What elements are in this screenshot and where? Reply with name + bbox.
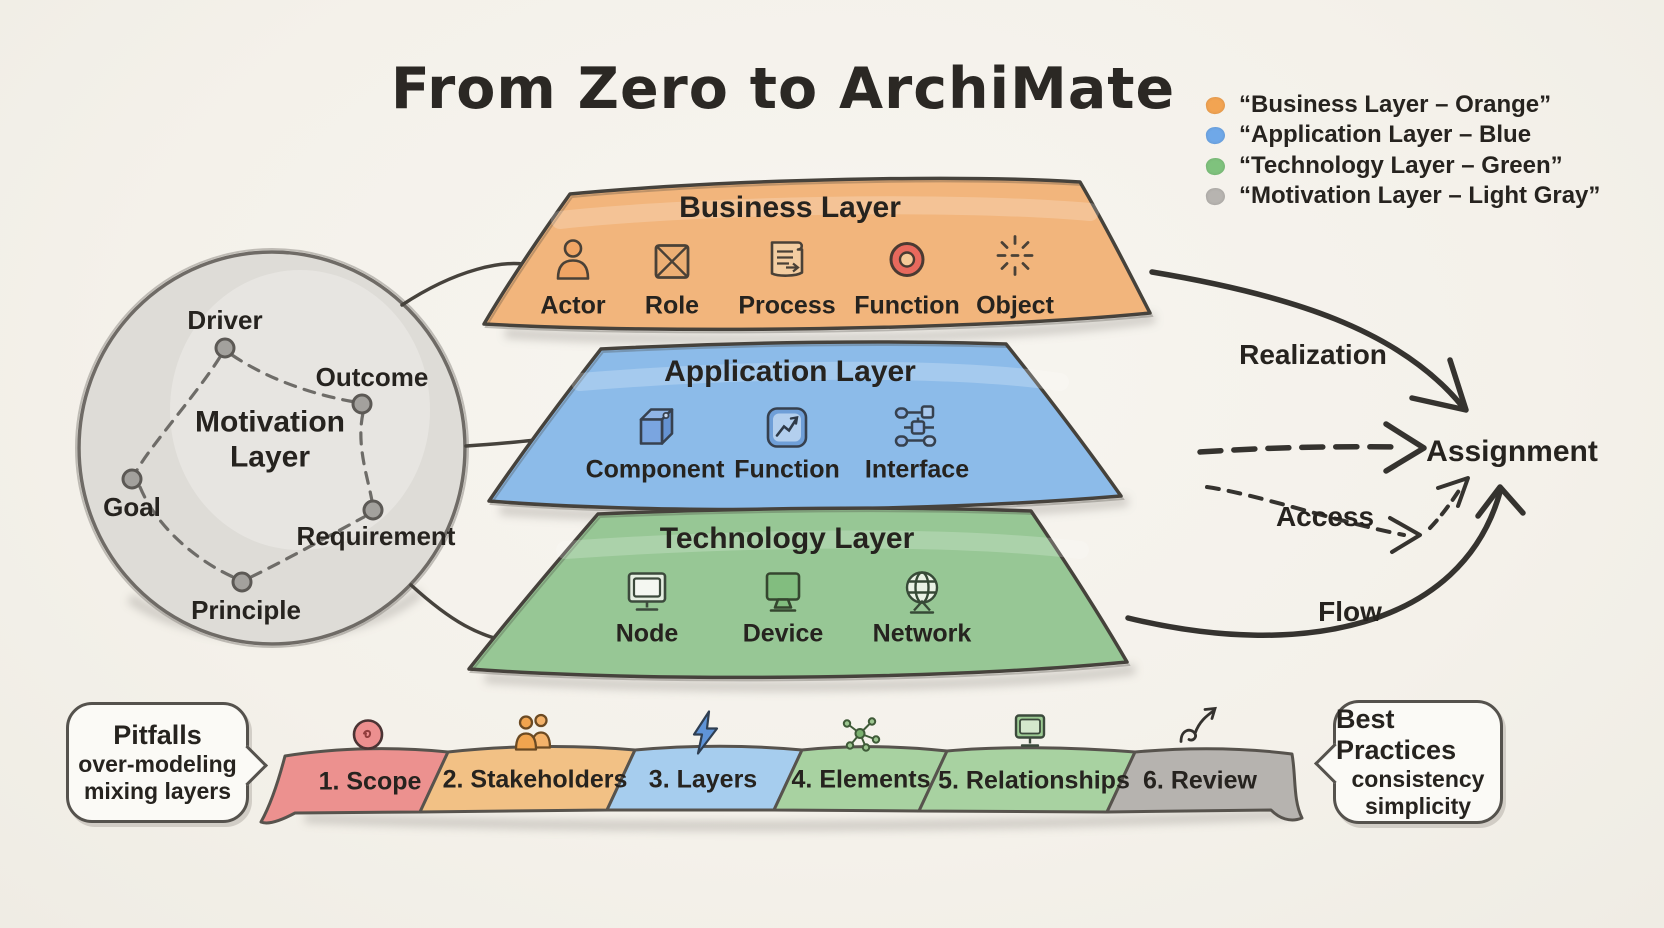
legend-label: “Motivation Layer – Light Gray” [1239, 182, 1601, 209]
element-label-component: Component [585, 455, 725, 484]
business-layer-shape [482, 176, 1154, 334]
legend-item-business: “Business Layer – Orange” [1204, 91, 1552, 119]
motivation-node-requirement: Requirement [296, 520, 456, 551]
flow-label: Flow [1318, 595, 1382, 627]
application-color-dot [1204, 125, 1227, 145]
assignment-arrow [1197, 444, 1403, 455]
step-shape-review [1105, 747, 1304, 822]
page-title: From Zero to ArchiMate [390, 56, 1176, 123]
actor-icon [553, 238, 593, 287]
node-icon [621, 570, 673, 623]
best-practices-line: consistency [1351, 766, 1485, 792]
object-icon [991, 232, 1039, 285]
shadow-smudges [127, 313, 1291, 831]
network-icon [897, 569, 947, 624]
motivation-node-outcome: Outcome [315, 361, 429, 392]
pitfalls-title: Pitfalls [113, 720, 202, 750]
step-label-relationships: 5. Relationships [938, 766, 1130, 795]
best-practices-bubble: Best Practices consistency simplicity [1313, 700, 1503, 824]
realization-label: Realization [1239, 338, 1387, 370]
motivation-links [135, 353, 374, 579]
legend-item-motivation: “Motivation Layer – Light Gray” [1204, 182, 1601, 210]
element-label-process: Process [738, 291, 836, 320]
step-label-layers: 3. Layers [648, 765, 758, 794]
motivation-node-goal: Goal [103, 491, 161, 522]
step-label-scope: 1. Scope [318, 767, 422, 796]
elements-icon [837, 713, 883, 760]
element-label-role: Role [644, 291, 700, 320]
step-label-stakeholders: 2. Stakeholders [442, 765, 628, 794]
process-ribbon [259, 744, 1304, 825]
element-label-node: Node [615, 619, 679, 648]
motivation-node-driver: Driver [187, 304, 263, 335]
legend-item-technology: “Technology Layer – Green” [1204, 152, 1563, 180]
device-icon [757, 570, 809, 623]
element-label-device: Device [742, 619, 824, 648]
pitfalls-line: mixing layers [83, 778, 232, 804]
stakeholders-icon [510, 712, 556, 757]
element-label-network: Network [872, 619, 972, 648]
realization-arrow [1149, 269, 1465, 409]
motivation-node-principle: Principle [191, 594, 301, 625]
step-label-elements: 4. Elements [791, 765, 931, 794]
component-icon [630, 403, 680, 458]
process-icon [764, 237, 810, 288]
flow-arrow [1125, 489, 1503, 638]
technology-layer-title: Technology Layer [659, 521, 915, 555]
interface-icon [892, 403, 942, 458]
best-practices-line: simplicity [1364, 793, 1472, 819]
access-arrow [1205, 485, 1406, 537]
motivation-dots [121, 337, 384, 593]
app-function-icon [763, 404, 811, 457]
motivation-circle [75, 248, 469, 648]
legend-label: “Technology Layer – Green” [1239, 152, 1563, 179]
scope-icon [350, 717, 386, 758]
lightning-icon [685, 710, 723, 761]
element-label-actor: Actor [540, 291, 606, 320]
assignment-label: Assignment [1426, 434, 1598, 468]
element-label-object: Object [976, 291, 1054, 320]
technology-color-dot [1204, 156, 1227, 176]
legend-label: “Application Layer – Blue [1239, 121, 1532, 148]
relationship-arrows [1125, 269, 1526, 638]
function-icon [884, 237, 930, 288]
legend-item-application: “Application Layer – Blue [1204, 121, 1532, 149]
business-layer-title: Business Layer [679, 190, 901, 224]
element-label-interface: Interface [864, 455, 970, 484]
element-label-function: Function [854, 291, 960, 320]
review-icon [1174, 705, 1220, 754]
role-icon [651, 241, 693, 288]
relationships-icon [1007, 713, 1053, 758]
step-label-review: 6. Review [1143, 766, 1257, 795]
pitfalls-line: over-modeling [78, 751, 237, 777]
legend-label: “Business Layer – Orange” [1239, 91, 1552, 118]
business-color-dot [1204, 95, 1227, 115]
step-shape-scope [259, 747, 450, 825]
best-practices-title: Best Practices [1336, 704, 1457, 765]
access-label: Access [1275, 500, 1375, 532]
motivation-color-dot [1204, 186, 1227, 206]
element-label-app-function: Function [734, 455, 840, 484]
pitfalls-bubble: Pitfalls over-modeling mixing layers [66, 702, 269, 823]
application-layer-title: Application Layer [664, 354, 916, 388]
